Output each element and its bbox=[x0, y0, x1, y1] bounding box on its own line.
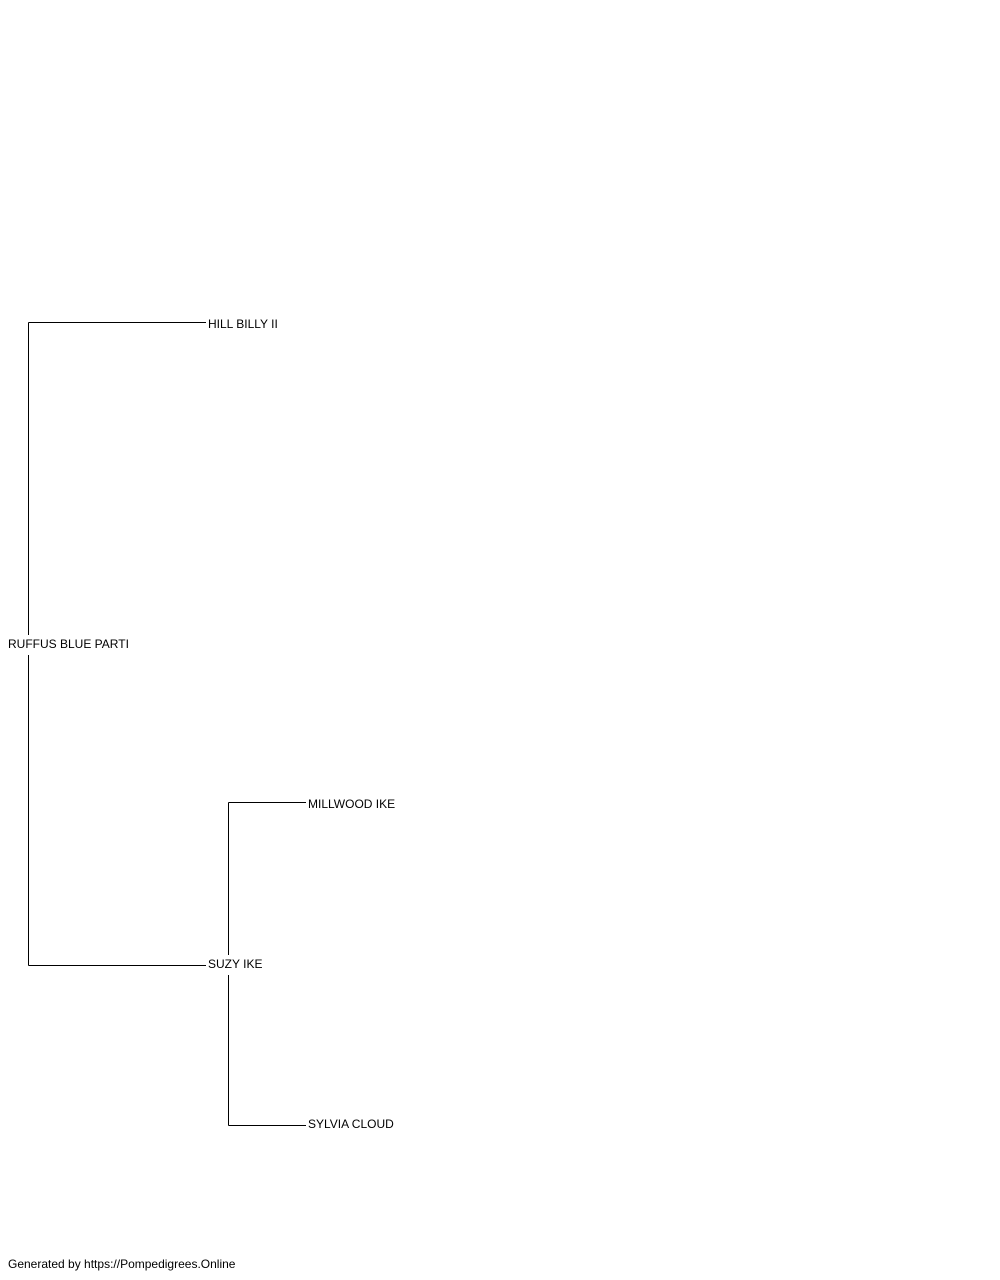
sire-label: HILL BILLY II bbox=[208, 317, 278, 331]
dam-dam-label: SYLVIA CLOUD bbox=[308, 1117, 394, 1131]
subject-label: RUFFUS BLUE PARTI bbox=[8, 637, 129, 651]
dam-label: SUZY IKE bbox=[208, 957, 263, 971]
generated-by-footer: Generated by https://Pompedigrees.Online bbox=[8, 1257, 236, 1271]
dam-sire-label: MILLWOOD IKE bbox=[308, 797, 396, 811]
